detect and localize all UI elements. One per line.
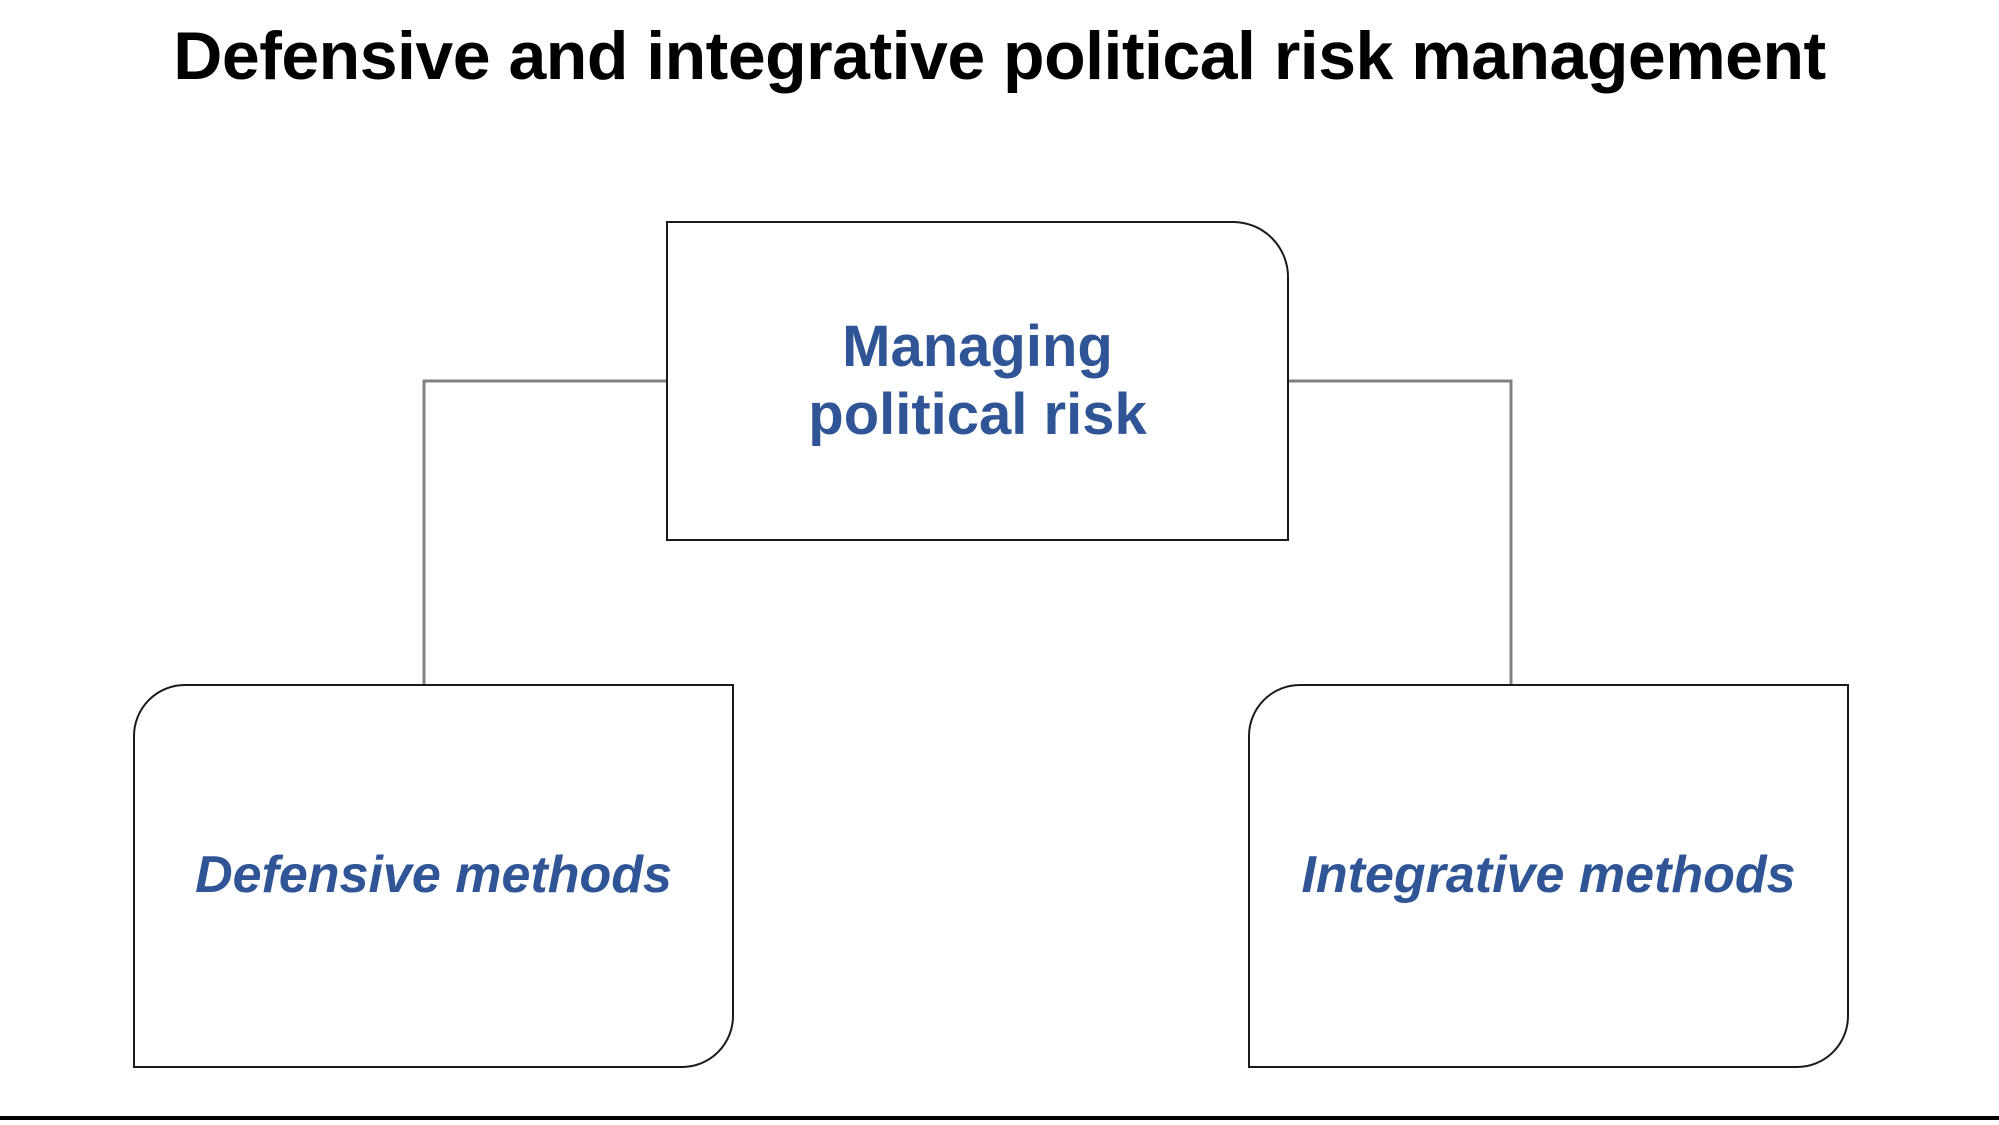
node-label-defensive-methods: Defensive methods [195, 846, 672, 905]
node-label-integrative-methods: Integrative methods [1301, 846, 1796, 905]
footer-divider [0, 1116, 1999, 1120]
connector-root-to-integrative [1288, 379, 1513, 686]
node-label-root: Managing political risk [808, 313, 1147, 447]
node-defensive-methods[interactable]: Defensive methods [133, 684, 734, 1068]
node-integrative-methods[interactable]: Integrative methods [1248, 684, 1849, 1068]
page-title: Defensive and integrative political risk… [173, 18, 1826, 94]
connector-root-to-defensive [422, 379, 667, 686]
node-managing-political-risk[interactable]: Managing political risk [666, 221, 1289, 541]
